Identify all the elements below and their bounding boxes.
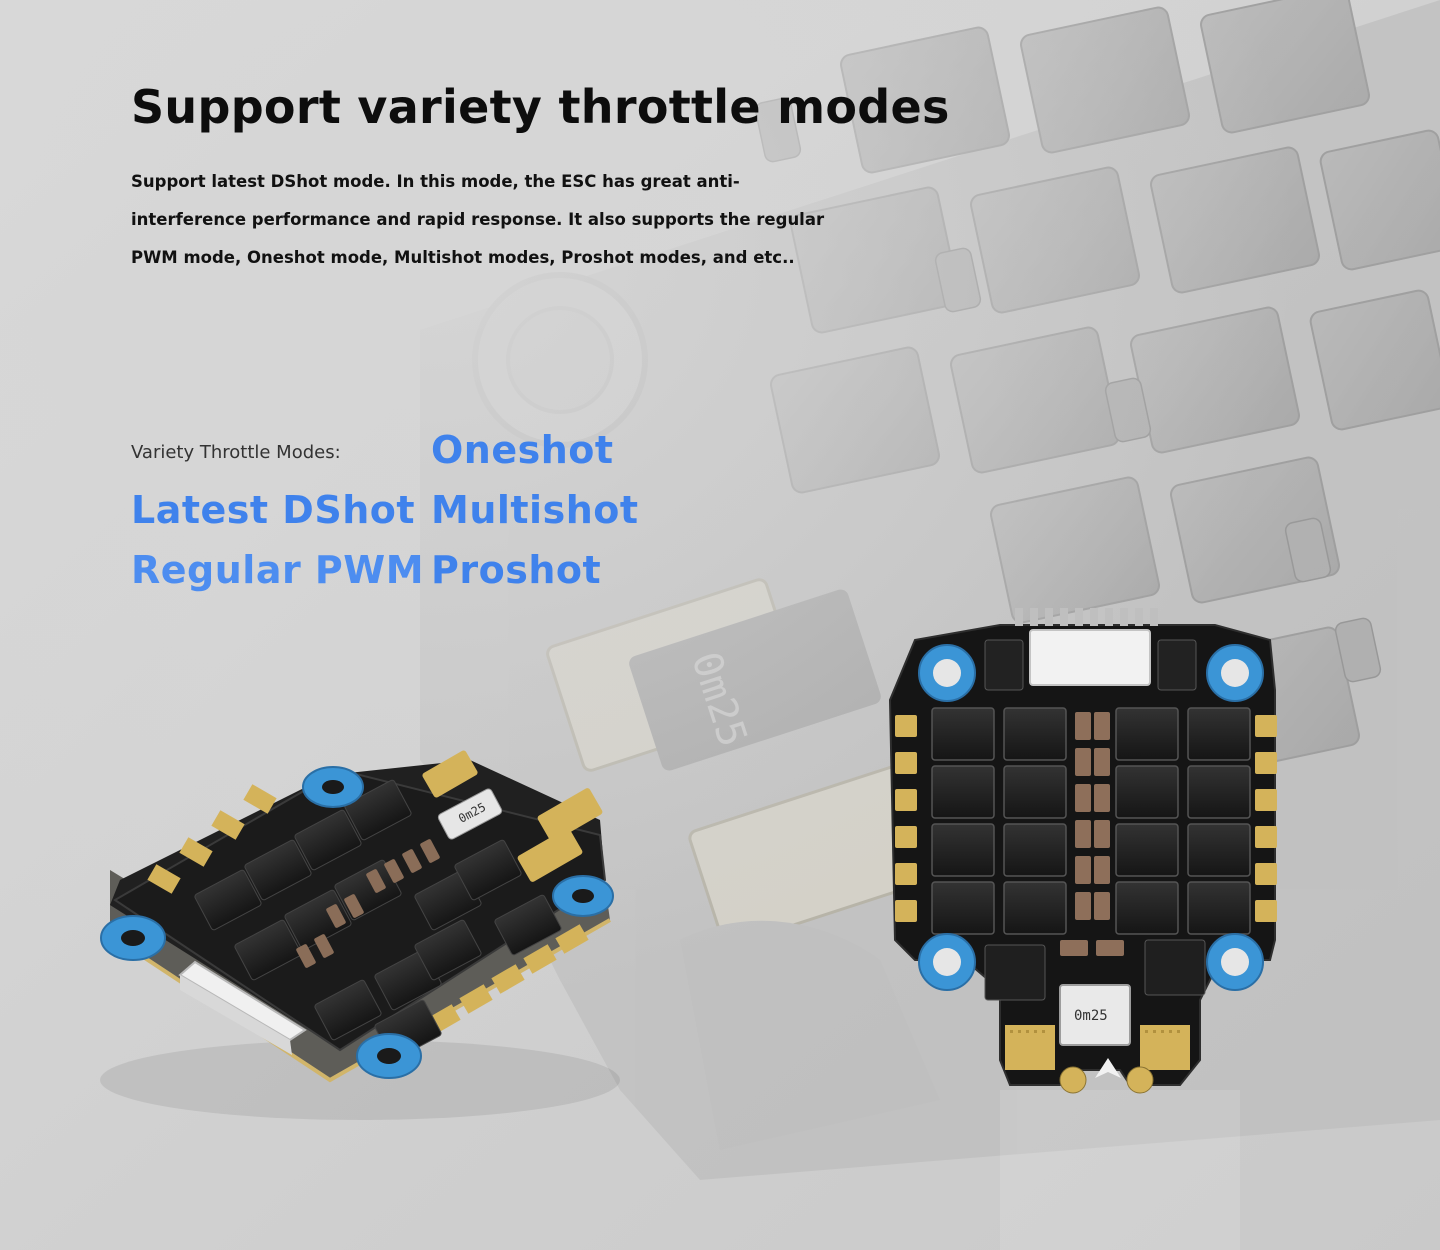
mode-oneshot: Oneshot [431,428,614,472]
mode-regular-pwm: Regular PWM [131,548,425,592]
inductor-label-top: 0m25 [1074,1008,1108,1024]
mode-proshot: Proshot [431,548,602,592]
mode-latest-dshot: Latest DShot [131,488,416,532]
section-title: Support variety throttle modes [131,80,950,134]
mode-multishot: Multishot [431,488,639,532]
section-description: Support latest DShot mode. In this mode,… [131,172,825,267]
esc-board-angled: 0m25 [100,750,620,1120]
modes-label: Variety Throttle Modes: [131,442,341,463]
esc-board-top-view: 0m25 [888,608,1277,1250]
